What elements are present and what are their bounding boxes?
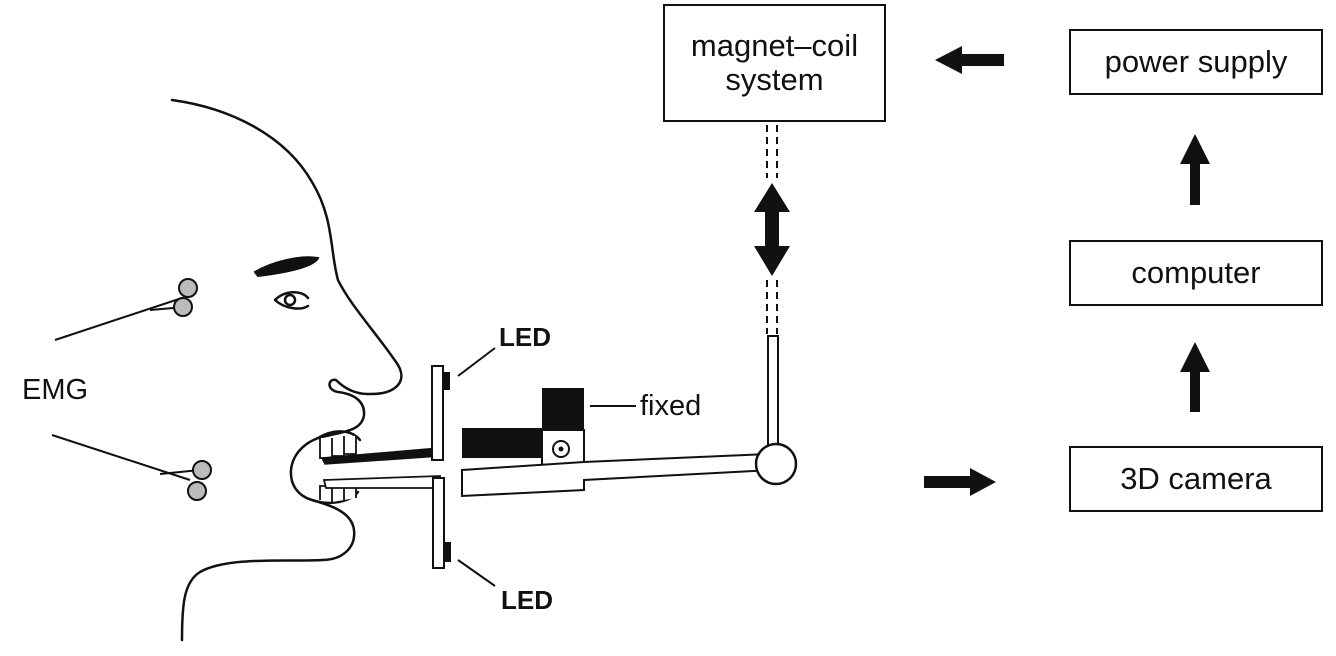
hinge-ring <box>552 440 570 458</box>
emg-electrode <box>192 460 212 480</box>
connector-block <box>462 428 552 458</box>
flow-arrows <box>924 46 1210 496</box>
emg-electrode <box>173 297 193 317</box>
lower-bite-arm <box>322 475 441 489</box>
led-top-leader <box>457 347 496 377</box>
eyebrow <box>253 256 320 278</box>
hinge-pin <box>558 446 564 452</box>
emg-label: EMG <box>22 374 89 406</box>
computer-box: computer <box>1069 240 1323 306</box>
arrow-right-icon <box>924 468 996 496</box>
led-board-top <box>431 365 444 461</box>
arrow-up-icon <box>1180 134 1210 205</box>
power-supply-box: power supply <box>1069 29 1323 95</box>
led-top-marker <box>444 372 450 390</box>
emg-lead-upper-1 <box>54 297 183 341</box>
led-bottom-label: LED <box>501 585 553 615</box>
upper-lip <box>316 430 362 442</box>
led-top-label: LED <box>499 322 551 352</box>
power-supply-label: power supply <box>1104 43 1288 79</box>
eye-pupil <box>283 293 297 307</box>
double-arrow <box>754 183 790 276</box>
magnet-ball <box>754 442 798 486</box>
emg-electrode <box>178 278 198 298</box>
eye-outline <box>273 291 310 310</box>
emg-electrode <box>187 481 207 501</box>
led-board-bottom <box>432 477 445 569</box>
head-outline <box>170 98 403 642</box>
mouthpiece-apparatus <box>320 335 798 569</box>
label-leaders <box>457 347 636 587</box>
main-rod <box>461 452 774 498</box>
led-bottom-marker <box>445 542 451 562</box>
magnetic-link <box>766 125 778 334</box>
camera-label: 3D camera <box>1120 460 1272 496</box>
head-profile <box>170 98 403 642</box>
vertical-stem <box>767 335 779 449</box>
fixed-label: fixed <box>640 390 702 422</box>
upper-teeth <box>319 436 357 459</box>
arrow-up-icon <box>1180 342 1210 412</box>
arrow-left-icon <box>935 46 1004 74</box>
magnet-coil-box: magnet–coil system <box>663 4 886 122</box>
emg-electrodes <box>173 278 212 501</box>
teeth <box>319 436 357 502</box>
computer-label: computer <box>1131 254 1261 290</box>
camera-box: 3D camera <box>1069 446 1323 512</box>
magnet-coil-label: magnet–coil system <box>690 27 859 97</box>
fixed-block <box>542 388 584 432</box>
led-bottom-leader <box>457 559 496 587</box>
